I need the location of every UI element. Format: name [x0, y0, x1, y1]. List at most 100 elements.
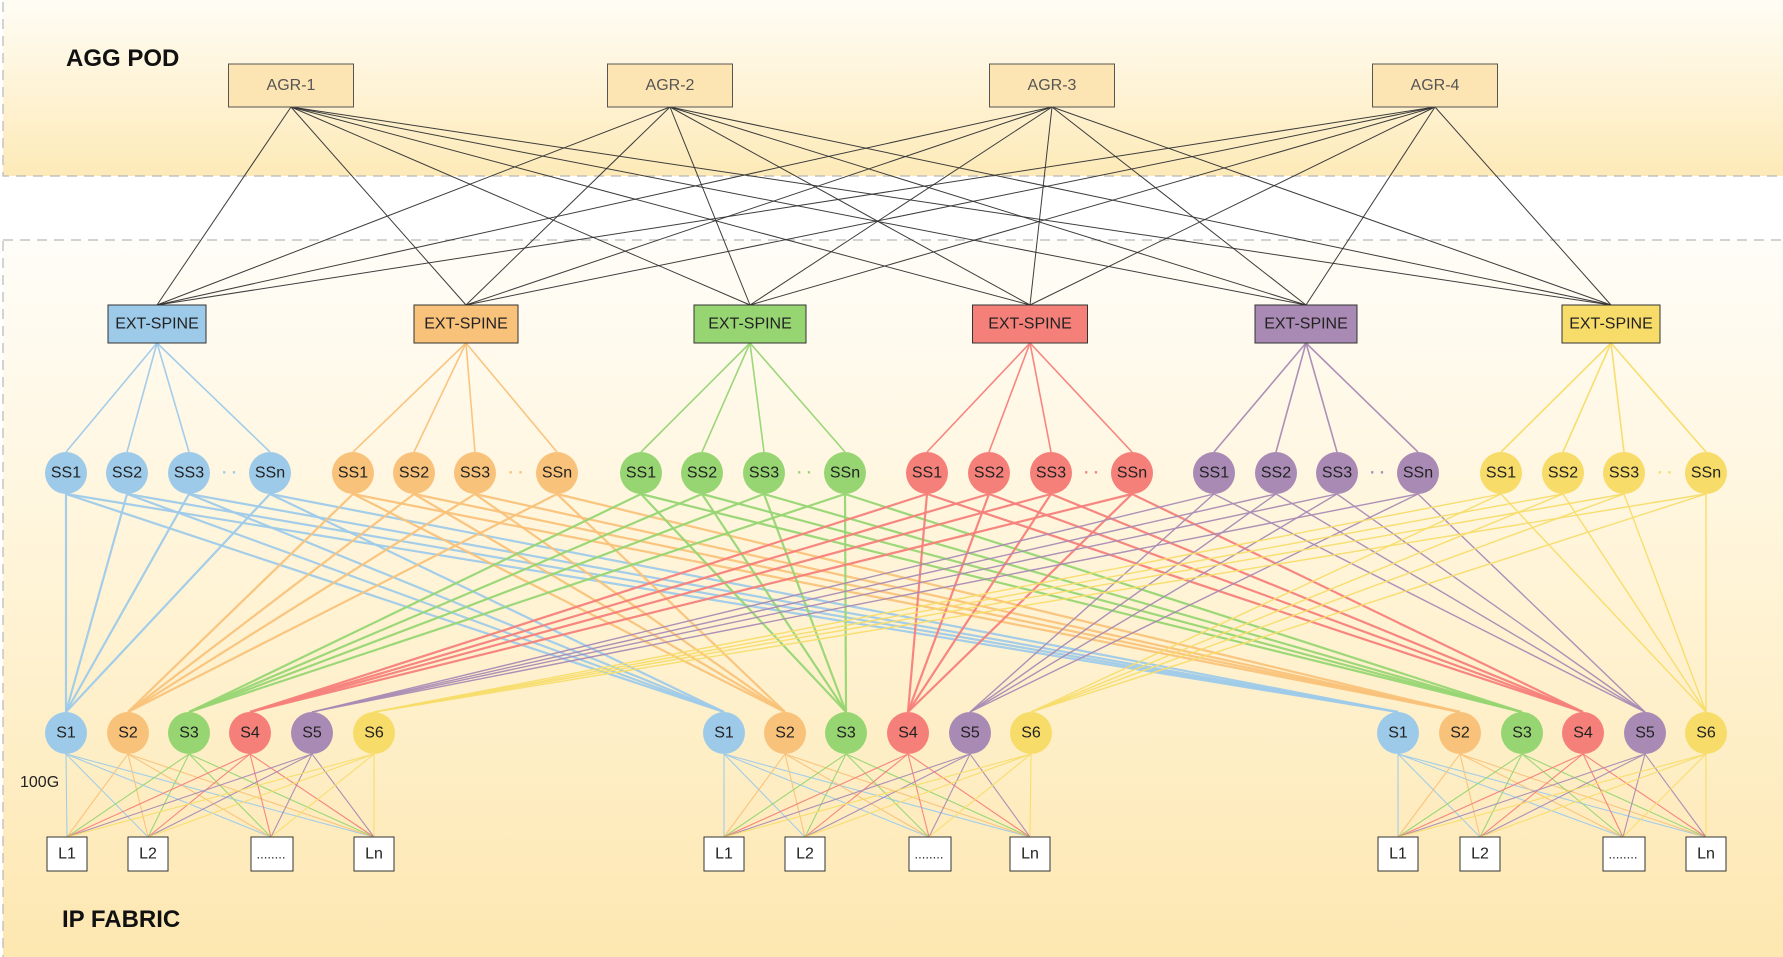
super-spine-node — [1193, 452, 1235, 494]
agr-node-label: AGR-3 — [1028, 77, 1077, 94]
leaf-label: L1 — [1389, 846, 1407, 863]
ext-spine-label: EXT-SPINE — [988, 316, 1072, 333]
super-spine-node — [106, 452, 148, 494]
link-pod-3-s3-l3 — [1521, 753, 1624, 838]
link-pod-2-s4-l2 — [804, 753, 909, 838]
link-ss-4-2-pod-2 — [906, 493, 991, 713]
leaf-node — [1602, 836, 1646, 872]
link-ss-1-4-pod-3 — [269, 492, 1399, 714]
spine-label: S3 — [836, 725, 856, 742]
link-agr-3-ext-6 — [1051, 106, 1612, 306]
super-spine-label: SS2 — [112, 465, 142, 482]
spine-label: S2 — [775, 725, 795, 742]
link-ext-2-ss-3 — [465, 342, 476, 453]
link-pod-2-s2-l2 — [784, 753, 806, 838]
spine-label: S4 — [898, 725, 918, 742]
super-spine-ellipsis: · · — [222, 465, 237, 482]
link-ss-5-3-pod-1 — [311, 493, 1338, 713]
link-pod-2-s6-l3 — [928, 753, 1032, 838]
link-ss-5-2-pod-3 — [1275, 493, 1646, 713]
leaf-label: ........ — [915, 847, 944, 862]
link-agr-3-ext-1 — [156, 106, 1053, 306]
link-ext-1-ss-2 — [126, 342, 158, 453]
super-spine-node — [45, 452, 87, 494]
link-ext-6-ss-1 — [1500, 342, 1612, 453]
super-spine-node — [1603, 452, 1645, 494]
link-pod-3-s5-l1 — [1397, 753, 1646, 838]
super-spine-label: SSn — [830, 465, 860, 482]
ext-spine-node-5 — [1254, 304, 1358, 344]
super-spine-node — [1030, 452, 1072, 494]
link-ss-1-2-pod-2 — [126, 492, 725, 714]
leaf-node — [127, 836, 169, 872]
agr-node-label: AGR-2 — [646, 77, 695, 94]
link-pod-1-s6-l2 — [147, 753, 375, 838]
spine-label: S1 — [1388, 725, 1408, 742]
link-ss-2-4-pod-2 — [556, 493, 786, 713]
link-pod-1-s4-l1 — [66, 753, 251, 838]
ext-spine-node-1 — [107, 304, 207, 344]
link-ss-5-4-pod-3 — [1417, 493, 1646, 713]
link-agr-2-ext-1 — [156, 106, 671, 306]
link-pod-1-s4-l2 — [147, 753, 251, 838]
link-ss-5-1-pod-3 — [1213, 493, 1646, 713]
spine-node — [1562, 712, 1604, 754]
link-pod-3-s2-l3 — [1459, 753, 1624, 838]
super-spine-node — [1316, 452, 1358, 494]
spine-label: S6 — [1696, 725, 1716, 742]
link-ss-3-1-pod-1 — [188, 493, 642, 713]
link-ss-6-2-pod-2 — [1030, 493, 1564, 713]
link-agr-3-ext-5 — [1051, 106, 1307, 306]
super-spine-label: SS2 — [1261, 465, 1291, 482]
link-ss-5-4-pod-2 — [969, 493, 1419, 713]
link-pod-1-s3-l2 — [147, 753, 190, 838]
spine-label: S5 — [1635, 725, 1655, 742]
link-ss-4-3-pod-1 — [249, 492, 1052, 714]
link-agr-3-ext-2 — [465, 106, 1053, 306]
link-ss-5-2-pod-2 — [969, 493, 1277, 713]
link-speed-label: 100G — [20, 774, 59, 791]
link-pod-1-s2-l2 — [127, 753, 149, 838]
link-agr-3-ext-4 — [1029, 106, 1053, 306]
link-ext-6-ss-4 — [1610, 342, 1707, 453]
spine-node — [1010, 712, 1052, 754]
super-spine-label: SSn — [1117, 465, 1147, 482]
ext-spine-node-2 — [413, 304, 519, 344]
link-pod-1-s6-l3 — [270, 753, 375, 838]
link-pod-1-s5-l3 — [270, 753, 313, 838]
agr-node-1 — [228, 63, 354, 108]
link-pod-3-s6-l3 — [1622, 753, 1707, 838]
leaf-label: L1 — [715, 846, 733, 863]
link-ss-2-1-pod-1 — [127, 493, 354, 713]
leaf-label: L1 — [58, 846, 76, 863]
link-agr-2-ext-2 — [465, 106, 671, 306]
leaf-label: L2 — [1471, 846, 1489, 863]
spine-label: S5 — [960, 725, 980, 742]
link-ss-3-2-pod-2 — [701, 493, 847, 713]
spine-node — [1624, 712, 1666, 754]
spine-node — [1377, 712, 1419, 754]
link-agr-2-ext-4 — [669, 106, 1031, 306]
agr-node-label: AGR-4 — [1411, 77, 1460, 94]
super-spine-ellipsis: · · — [508, 465, 523, 482]
spine-label: S1 — [714, 725, 734, 742]
ext-spine-label: EXT-SPINE — [1569, 316, 1653, 333]
agr-node-2 — [607, 63, 733, 108]
leaf-node — [703, 836, 745, 872]
super-spine-node — [620, 452, 662, 494]
link-ext-6-ss-3 — [1610, 342, 1625, 453]
spine-node — [703, 712, 745, 754]
leaf-node — [1685, 836, 1727, 872]
link-agr-1-ext-1 — [156, 106, 292, 306]
link-agr-3-ext-3 — [749, 106, 1053, 306]
link-pod-3-s5-l3 — [1622, 753, 1646, 838]
link-ss-6-2-pod-3 — [1562, 493, 1707, 713]
super-spine-label: SS1 — [626, 465, 656, 482]
link-ss-6-3-pod-1 — [373, 493, 1625, 713]
link-ext-3-ss-4 — [749, 342, 846, 453]
spine-label: S2 — [118, 725, 138, 742]
link-ss-5-2-pod-1 — [311, 493, 1277, 713]
ext-spine-label: EXT-SPINE — [424, 316, 508, 333]
spine-node — [229, 712, 271, 754]
link-ss-1-3-pod-2 — [188, 492, 725, 714]
